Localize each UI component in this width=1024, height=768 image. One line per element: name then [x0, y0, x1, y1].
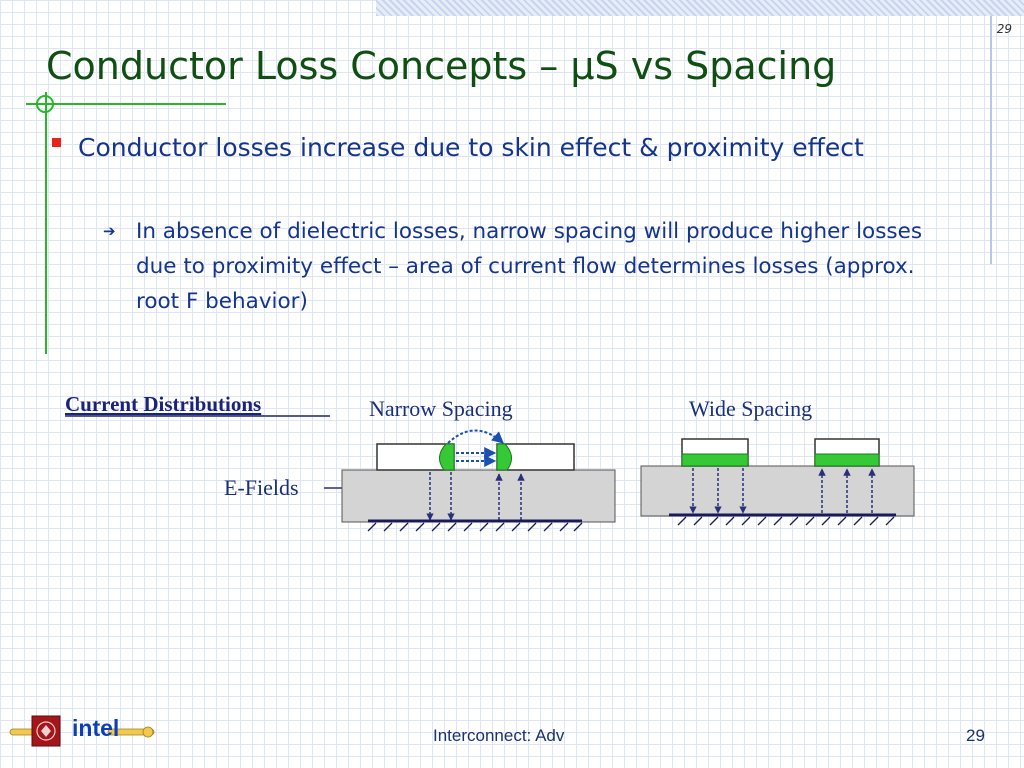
- wide-ground-hatch: [677, 516, 895, 526]
- red-square-bullet-icon: [52, 138, 61, 147]
- bullet-conductor-losses: Conductor losses increase due to skin ef…: [78, 133, 864, 162]
- arrow-bullet-icon: ➔: [103, 222, 116, 240]
- seal-emblem: [36, 721, 56, 741]
- logo-left-bar: [9, 728, 35, 736]
- intel-wordmark: intel: [72, 715, 119, 741]
- narrow-right-current: [496, 443, 512, 471]
- left-vertical-rule: [45, 92, 47, 354]
- title-underline: [26, 103, 226, 105]
- narrow-ground-hatch: [367, 522, 583, 532]
- logo-right-bar: [107, 728, 155, 736]
- corner-page-number: 29: [996, 22, 1012, 36]
- efields-label: E-Fields: [224, 475, 299, 500]
- figure-heading: Current Distributions: [65, 392, 261, 416]
- logo-right-knob: [142, 726, 154, 738]
- wide-spacing-label: Wide Spacing: [689, 396, 812, 421]
- seal-mark: [41, 725, 51, 737]
- wide-left-current: [681, 453, 749, 467]
- wide-dielectric: [640, 465, 915, 517]
- slide-title: Conductor Loss Concepts – μS vs Spacing: [46, 44, 837, 88]
- narrow-spacing-label: Narrow Spacing: [369, 396, 513, 421]
- narrow-spacing-diagram: [341, 429, 616, 532]
- narrow-dielectric: [341, 469, 616, 523]
- footer-course-title: Interconnect: Adv: [433, 726, 565, 745]
- top-decorative-band: [376, 0, 1024, 16]
- narrow-left-current: [439, 443, 455, 471]
- sub-bullet-narrow-spacing: In absence of dielectric losses, narrow …: [136, 219, 923, 314]
- intel-logo: intel: [9, 715, 155, 747]
- ring-ornament-icon: [36, 95, 54, 113]
- wide-spacing-diagram: [640, 438, 915, 526]
- footer-page-number: 29: [966, 726, 985, 745]
- wide-right-current: [814, 453, 880, 467]
- right-vertical-rule: [990, 16, 992, 264]
- narrow-fringe-field: [447, 429, 504, 444]
